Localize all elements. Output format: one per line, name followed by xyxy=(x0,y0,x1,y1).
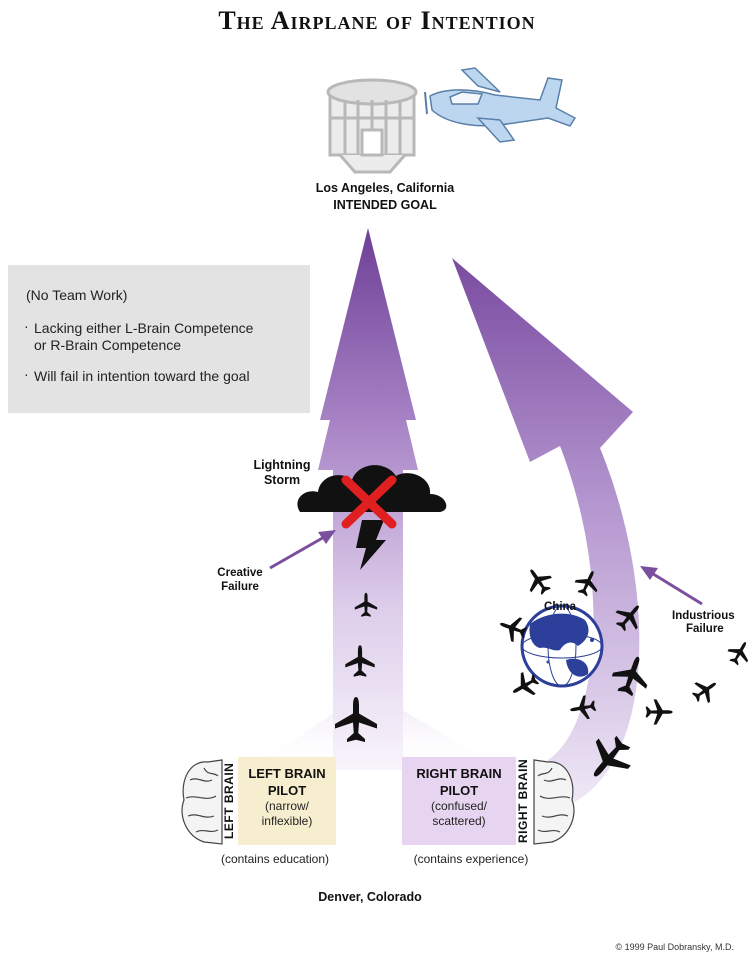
right-pilot-subtitle: PILOT xyxy=(439,783,479,798)
right-pilot-desc-1: (confused/ xyxy=(430,799,488,813)
right-brain-pilot-box: RIGHT BRAIN PILOT (confused/ scattered) xyxy=(402,757,516,845)
lightning-storm-label: Lightning Storm xyxy=(232,458,332,488)
right-brain-vertical-label: RIGHT BRAIN xyxy=(516,758,530,844)
right-pilot-caption: (contains experience) xyxy=(413,852,529,866)
left-pilot-title: LEFT BRAIN xyxy=(248,766,326,781)
plane-icon-4 xyxy=(520,562,557,600)
plane-icon-12 xyxy=(688,673,723,708)
infobox-bullet-1: · Lacking either L-Brain Competence or R… xyxy=(24,318,298,354)
storm-line-2: Storm xyxy=(263,473,301,487)
left-pilot-subtitle: PILOT xyxy=(267,783,307,798)
infobox-bullet-2: · Will fail in intention toward the goal xyxy=(24,366,298,385)
creative-failure-label: Creative Failure xyxy=(200,566,280,594)
origin-label: Denver, Colorado xyxy=(318,890,422,904)
plane-icon-11 xyxy=(645,699,673,725)
infobox-bullet-1-line2: or R-Brain Competence xyxy=(34,337,182,353)
creative-failure-line-1: Creative xyxy=(217,567,263,579)
industrious-failure-line-2: Failure xyxy=(686,623,724,635)
no-teamwork-infobox: (No Team Work) · Lacking either L-Brain … xyxy=(8,265,310,413)
infobox-bullet-1-line1: Lacking either L-Brain Competence xyxy=(34,320,254,336)
industrious-failure-label: Industrious Failure xyxy=(672,610,754,636)
infobox-bullet-2-text: Will fail in intention toward the goal xyxy=(34,368,250,384)
right-pilot-desc-2: scattered) xyxy=(432,814,486,828)
left-pilot-caption: (contains education) xyxy=(220,852,330,866)
lightning-bolt-icon xyxy=(356,520,386,570)
creative-failure-pointer xyxy=(269,530,336,570)
bullet-mark: · xyxy=(24,318,29,334)
china-label: China xyxy=(544,601,576,613)
page-title: The Airplane of Intention xyxy=(218,6,536,35)
infobox-heading: (No Team Work) xyxy=(26,287,128,303)
goal-location: Los Angeles, California xyxy=(315,181,455,195)
industrious-failure-pointer xyxy=(640,566,703,606)
plane-icon-13 xyxy=(723,636,754,669)
globe-icon xyxy=(520,604,604,688)
copyright-notice: © 1999 Paul Dobransky, M.D. xyxy=(615,942,734,952)
left-brain-pilot-box: LEFT BRAIN PILOT (narrow/ inflexible) xyxy=(238,757,336,845)
airplane-icon xyxy=(424,67,577,143)
right-pilot-title: RIGHT BRAIN xyxy=(416,766,502,781)
left-pilot-desc-1: (narrow/ xyxy=(264,799,309,813)
right-brain-icon xyxy=(533,759,575,845)
creative-failure-line-2: Failure xyxy=(221,581,259,593)
storm-line-1: Lightning xyxy=(253,458,311,472)
intended-goal-label: Los Angeles, California INTENDED GOAL xyxy=(240,180,530,214)
left-brain-vertical-label: LEFT BRAIN xyxy=(222,762,236,840)
bullet-mark: · xyxy=(24,366,29,382)
industrious-arrow xyxy=(452,258,640,812)
storm-cloud-icon xyxy=(297,465,447,570)
failure-x-mark xyxy=(341,475,397,529)
left-pilot-desc-2: inflexible) xyxy=(261,814,313,828)
stadium-icon xyxy=(326,78,418,174)
left-brain-icon xyxy=(181,759,223,845)
goal-subtitle: INTENDED GOAL xyxy=(333,198,437,212)
industrious-failure-line-1: Industrious xyxy=(672,610,735,622)
